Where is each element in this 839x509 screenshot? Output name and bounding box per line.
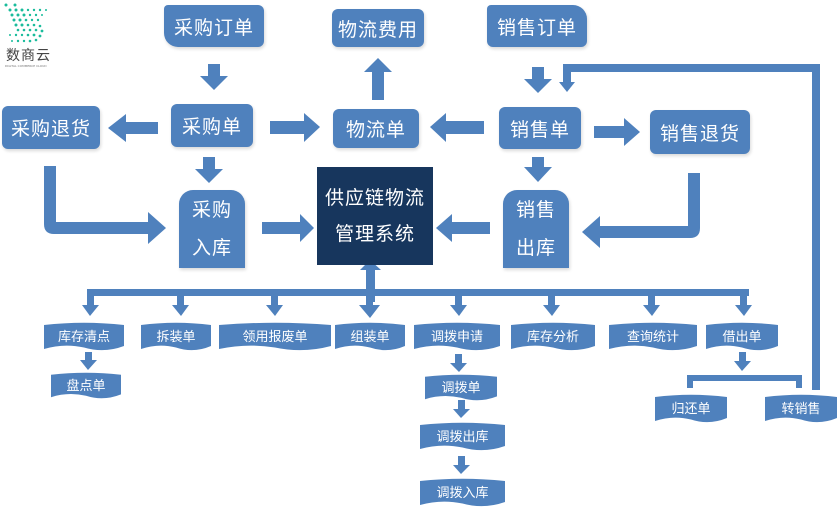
arrow-po-to-purchase: [200, 64, 228, 90]
module-label: 领用报废单: [242, 329, 308, 345]
node-purchase-inbound: 采购 入库: [179, 190, 245, 268]
node-purchase-inbound-line2: 入库: [191, 237, 232, 259]
bus-line: [87, 260, 749, 302]
node-sales-outbound-line2: 出库: [515, 237, 556, 259]
module-label: 库存清点: [57, 329, 110, 345]
arrow-sales-to-return: [594, 118, 640, 146]
arrow-inbound-to-core: [262, 214, 314, 242]
module-inventory-analysis: 库存分析: [511, 322, 595, 352]
module-loan-out: 借出单: [706, 322, 778, 352]
module-drop-arrows: [82, 289, 752, 318]
module-label: 借出单: [722, 329, 762, 345]
arrow-sales-to-logistics: [430, 113, 484, 142]
module-label: 调拨申请: [430, 329, 483, 345]
module-label: 查询统计: [626, 329, 679, 345]
sub-count-sheet: 盘点单: [51, 372, 121, 400]
module-inventory-count: 库存清点: [44, 322, 124, 352]
module-label: 组装单: [350, 329, 390, 345]
node-sales-return: 销售退货: [650, 110, 750, 154]
core-line1: 供应链物流: [324, 187, 425, 209]
sub-transfer-form: 调拨单: [425, 374, 497, 402]
arrow-purchase-to-logistics: [270, 113, 320, 142]
arrow-purchase-to-return: [108, 114, 158, 142]
node-purchase-inbound-line1: 采购: [191, 199, 232, 221]
node-sales-form: 销售单: [499, 107, 581, 149]
arrow-purchase-to-inbound: [195, 157, 223, 183]
arrow-convert-to-sales: [559, 64, 820, 390]
arrow-outbound-to-core: [436, 214, 490, 242]
module-transfer-request: 调拨申请: [414, 322, 500, 352]
node-purchase-return: 采购退货: [2, 106, 100, 149]
module-requisition-scrap: 领用报废单: [219, 322, 331, 352]
core-line2: 管理系统: [334, 223, 415, 245]
sub-transfer-out: 调拨出库: [420, 422, 505, 452]
module-label: 库存分析: [526, 329, 579, 345]
arrow-return-to-inbound: [44, 166, 166, 244]
node-purchase-form: 采购单: [171, 104, 253, 147]
node-sales-outbound: 销售 出库: [503, 190, 569, 268]
node-logistics-cost: 物流费用: [332, 9, 424, 47]
module-query-stats: 查询统计: [609, 322, 697, 352]
sub-convert-sale: 转销售: [765, 394, 837, 424]
node-sales-order: 销售订单: [487, 5, 587, 47]
sub-arrows: [80, 352, 802, 474]
node-sales-outbound-line1: 销售: [515, 199, 556, 221]
sub-return-form: 归还单: [655, 394, 727, 424]
node-purchase-order: 采购订单: [164, 5, 264, 47]
logo-dots-icon: [4, 3, 47, 43]
logo: 数商云 DIGITAL COMMERCE CLOUD: [2, 2, 52, 68]
core-system: 供应链物流 管理系统: [317, 167, 433, 265]
sub-transfer-in: 调拨入库: [420, 478, 505, 508]
module-label: 拆装单: [156, 329, 196, 345]
logo-name: 数商云: [6, 48, 51, 64]
arrow-sales-to-outbound: [524, 157, 552, 182]
arrow-so-to-sales: [524, 67, 552, 93]
logo-subtitle: DIGITAL COMMERCE CLOUD: [5, 64, 47, 68]
module-disassembly: 拆装单: [141, 322, 211, 352]
arrow-logistics-to-cost: [364, 58, 392, 100]
module-assembly: 组装单: [335, 322, 405, 352]
node-logistics-form: 物流单: [333, 109, 419, 148]
arrow-sales-return-to-outbound: [582, 173, 700, 248]
